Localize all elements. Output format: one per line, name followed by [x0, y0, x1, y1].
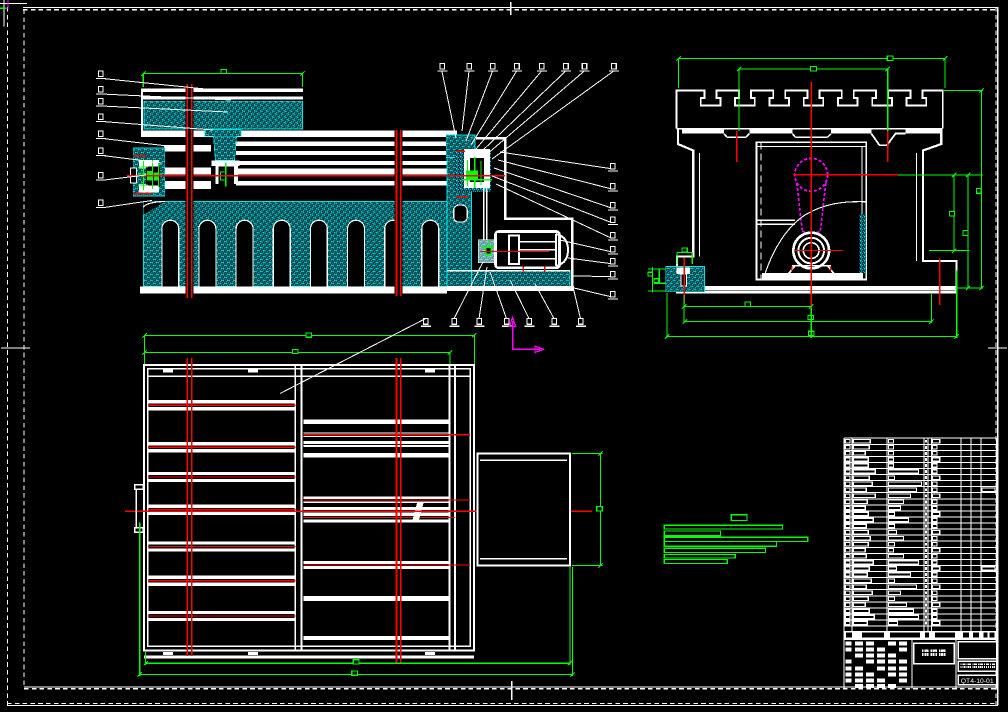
- svg-text:QT4-10-01: QT4-10-01: [961, 678, 994, 685]
